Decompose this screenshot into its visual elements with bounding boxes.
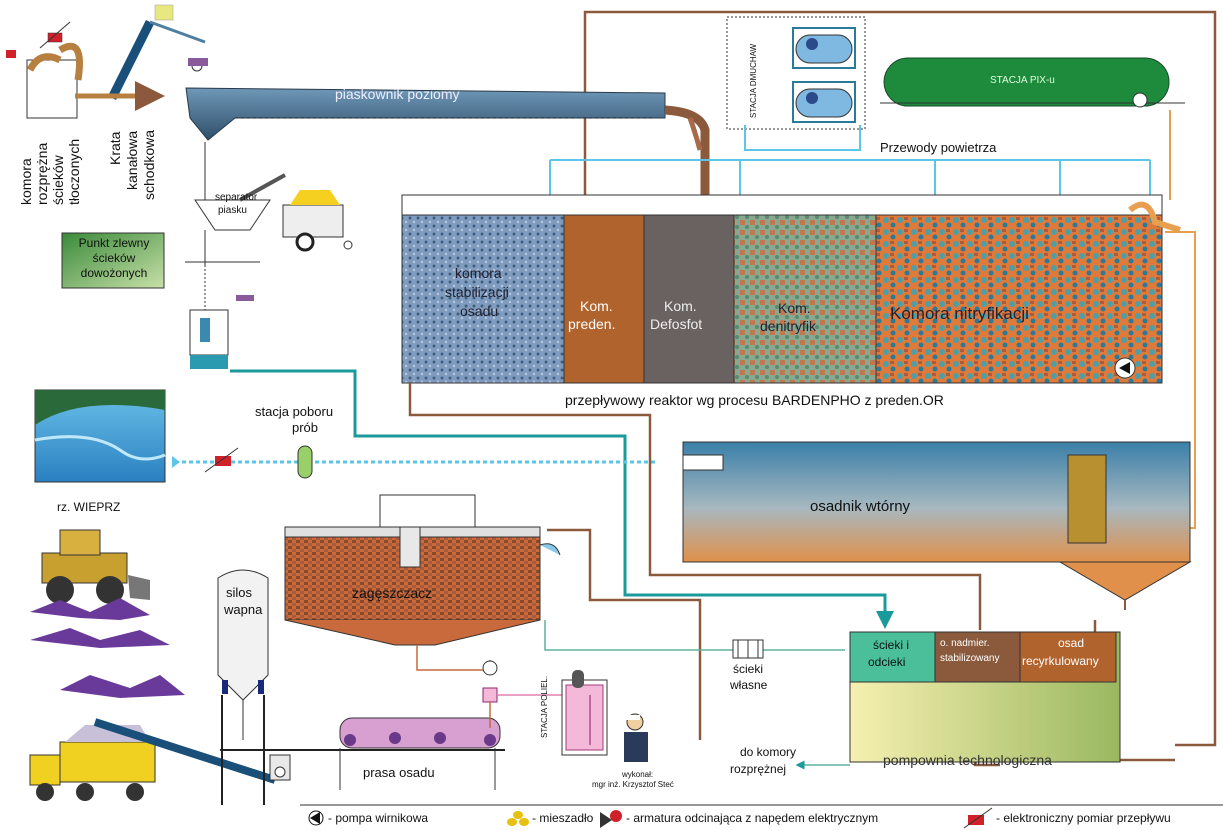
pompownia-technologiczna (849, 631, 1121, 763)
osad-recyrk-label-1: osad (1058, 636, 1085, 650)
do-komory-label-2: rozprężnej (730, 762, 787, 776)
komora-stabilizacji-label-1: komora (455, 265, 502, 281)
treated-effluent-pipe (172, 445, 655, 479)
stacja-polielektrolitu (561, 670, 608, 756)
flowmeter-icon (215, 456, 231, 466)
o-nadmier-label-2: stabilizowany (940, 653, 1000, 664)
kom-defosfot-label-2: Defosfot (650, 316, 703, 332)
teal-sewage-pipe (230, 369, 894, 629)
reaktor-label: przepływowy reaktor wg procesu BARDENPHO… (565, 392, 944, 408)
sciek-wlasne-label-2: własne (730, 678, 768, 692)
krata-label-2: kanałowa (124, 130, 140, 190)
o-nadmier-label-1: o. nadmier. (940, 638, 990, 649)
stacja-poboru-label-2: prób (292, 420, 319, 435)
kom-preden-label-2: preden. (568, 316, 616, 332)
flowmeter-legend-icon (963, 807, 993, 829)
wykonal-label-1: wykonał: (622, 770, 654, 779)
stacja-poboru-label-1: stacja poboru (255, 404, 334, 419)
mixer-legend-icon (507, 811, 529, 826)
separator-label-1: separator (215, 192, 258, 203)
krata-label-1: Krata (107, 131, 123, 165)
stacja-dmuchaw-label: STACJA DMUCHAW (749, 43, 758, 118)
piaskownik-poziomy (185, 87, 710, 195)
komora-stabilizacji-label-2: stabilizacji (445, 284, 509, 300)
komora-rozprezna-label-1: komora (18, 158, 34, 205)
stacja-pix (880, 57, 1185, 108)
wykonal-label-2: mgr inż. Krzysztof Steć (592, 780, 674, 789)
piaskownik-label: piaskownik poziomy (335, 86, 460, 102)
conveyor-belt (93, 718, 277, 784)
silos-label-1: silos (226, 585, 253, 600)
komora-rozprezna-label-3: ścieków (50, 155, 66, 205)
prasa-osadu (220, 717, 505, 790)
legend-pomiar: - elektroniczny pomiar przepływu (996, 811, 1171, 825)
legend-pompa: - pompa wirnikowa (328, 811, 429, 825)
dump-truck-image (29, 725, 156, 801)
sciek-odcieki-label-2: odcieki (868, 655, 906, 669)
valve-legend-icon (600, 810, 622, 828)
komora-rozprezna (6, 21, 83, 119)
wheel-loader-image (41, 529, 150, 604)
stacja-dmuchaw (726, 16, 866, 130)
osad-recyrk-label-2: recyrkulowany (1022, 654, 1099, 668)
stacja-pix-label: STACJA PIX-u (990, 75, 1055, 86)
pump-legend-icon (308, 810, 324, 826)
krata-schodkowa (75, 4, 208, 111)
komora-nitryfikacji-label: Komora nitryfikacji (890, 304, 1029, 323)
punkt-zlewny (61, 232, 254, 369)
punkt-zlewny-label: Punkt zlewny ścieków dowożonych (78, 236, 150, 280)
osadnik-wtorny (682, 441, 1192, 610)
separator-piasku (185, 142, 353, 265)
zageszczacz (284, 494, 565, 728)
sludge-piles (30, 598, 185, 698)
silos-label-2: wapna (224, 602, 263, 617)
kom-preden-label-1: Kom. (580, 298, 613, 314)
sciek-odcieki-label-1: ścieki i (873, 638, 910, 652)
komora-rozprezna-label-4: tłoczonych (66, 138, 82, 205)
przewody-label: Przewody powietrza (880, 140, 997, 155)
sciek-wlasne-line (544, 620, 850, 770)
polielektrolit-label: STACJA POLIEL. (540, 675, 549, 738)
rzeka-label: rz. WIEPRZ (57, 500, 121, 514)
flowmeter-icon (47, 32, 63, 43)
komora-stabilizacji-label-3: osadu (460, 303, 499, 319)
osadnik-label: osadnik wtórny (810, 498, 911, 515)
silos-wapna (217, 569, 269, 805)
separator-label-2: piasku (218, 205, 247, 216)
author-figure (622, 713, 648, 762)
zageszczacz-label: zagęszczacz (352, 585, 433, 601)
river-wieprz-image (34, 389, 166, 483)
kom-denitryfik-label-1: Kom. (778, 300, 811, 316)
legend-armatura: - armatura odcinająca z napędem elektryc… (626, 811, 879, 825)
legend-mieszadlo: - mieszadło (532, 811, 594, 825)
kom-denitryfik-label-2: denitryfik (760, 318, 817, 334)
krata-label-3: schodkowa (141, 129, 157, 200)
prasa-label: prasa osadu (363, 765, 435, 780)
sciek-wlasne-label-1: ścieki (733, 662, 764, 676)
do-komory-label-1: do komory (740, 745, 797, 759)
komora-rozprezna-label-2: rozprężna (34, 142, 50, 205)
kom-defosfot-label-1: Kom. (664, 298, 697, 314)
pompownia-label: pompownia technologiczna (883, 752, 1052, 768)
bardenpho-reactor (401, 194, 1181, 384)
